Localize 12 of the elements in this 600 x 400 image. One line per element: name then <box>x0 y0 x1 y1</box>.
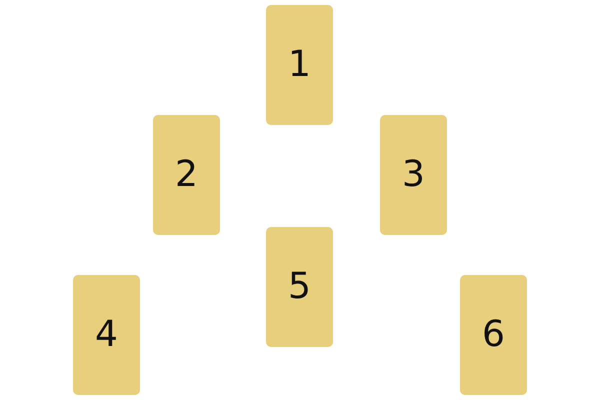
card-number: 2 <box>175 157 198 193</box>
card-number: 4 <box>95 317 118 353</box>
card <box>266 227 333 347</box>
card <box>266 5 333 125</box>
card-number: 5 <box>288 269 311 305</box>
card <box>380 115 447 235</box>
card <box>460 275 527 395</box>
card-number: 3 <box>402 157 425 193</box>
card <box>153 115 220 235</box>
card-number: 1 <box>288 47 311 83</box>
card-number: 6 <box>482 317 505 353</box>
card <box>73 275 140 395</box>
